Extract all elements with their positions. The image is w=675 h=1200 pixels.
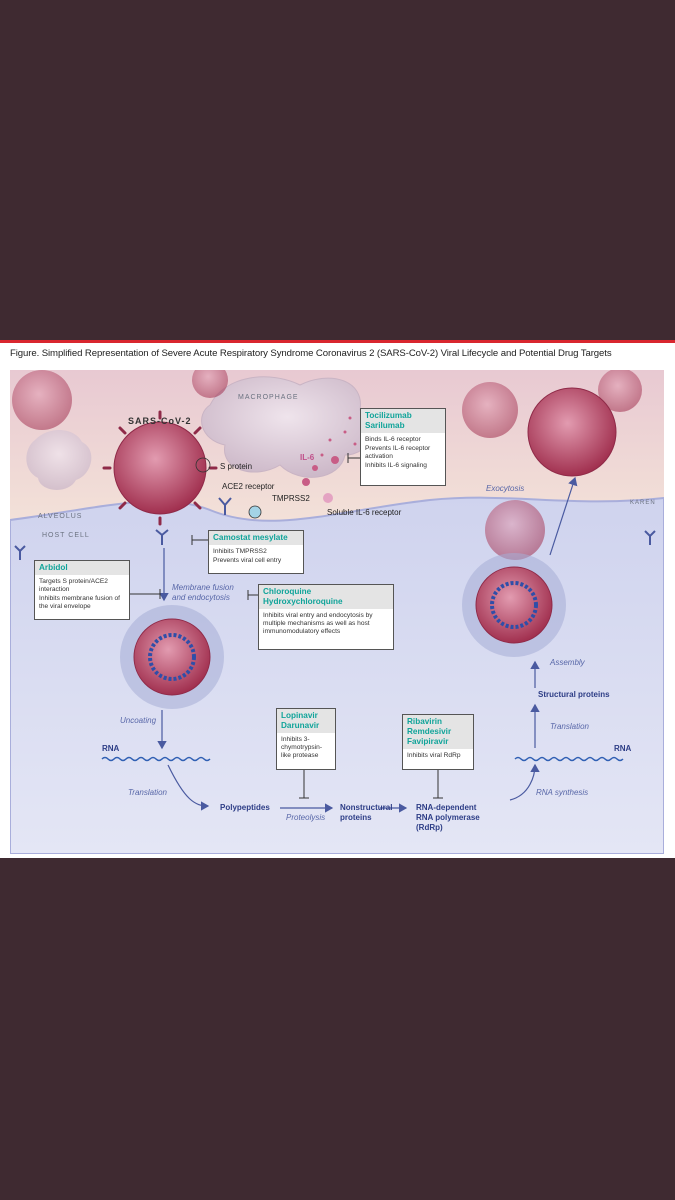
drug-box-camostat: Camostat mesylate Inhibits TMPRSS2 Preve… (208, 530, 304, 574)
drug-name: Chloroquine (263, 587, 312, 596)
drug-name: Camostat mesylate (213, 533, 288, 542)
flow-arrows (157, 476, 578, 813)
translation-right-label: Translation (550, 722, 589, 731)
polypeptides-label: Polypeptides (220, 803, 270, 812)
rna-left-label: RNA (102, 744, 120, 753)
drug-effect: Inhibits viral RdRp (407, 752, 461, 759)
endosome-right (462, 553, 566, 657)
exocytosis-label: Exocytosis (486, 484, 525, 493)
drug-name: Hydroxychloroquine (263, 597, 343, 606)
host-cell-membrane (10, 496, 664, 854)
macrophage-shape (201, 376, 374, 478)
rdrp-label-2: RNA polymerase (416, 813, 480, 822)
figure-caption: Figure. Simplified Representation of Sev… (10, 348, 612, 359)
drug-effect: Inhibits membrane fusion of the viral en… (39, 595, 120, 610)
drug-name: Lopinavir (281, 711, 318, 720)
ace2-receptor-label: ACE2 receptor (222, 482, 275, 491)
drug-effect: Prevents IL-6 receptor activation (365, 445, 431, 460)
alveolus-label: ALVEOLUS (38, 513, 83, 520)
exocytosed-virion (527, 387, 617, 477)
endosome-left (120, 605, 224, 709)
rna-synthesis-label: RNA synthesis (536, 788, 589, 797)
drug-effect: Inhibits TMPRSS2 (213, 548, 267, 555)
drug-effect: Binds IL-6 receptor (365, 436, 421, 443)
drug-effect: Inhibits 3-chymotrypsin-like protease (281, 736, 323, 759)
virus-background-group (12, 370, 642, 560)
s-protein-label: S protein (220, 462, 253, 471)
proteins-label: proteins (340, 813, 372, 822)
translation-left-label: Translation (128, 788, 167, 797)
drug-effect: Inhibits viral entry and endocytosis by … (263, 612, 373, 635)
inhibition-lines (130, 453, 443, 799)
assembly-label: Assembly (550, 658, 585, 667)
structural-proteins-label: Structural proteins (538, 690, 610, 699)
artist-signature: KAREN (630, 500, 656, 506)
drug-effect: Targets S protein/ACE2 interaction (39, 578, 108, 593)
tmprss2-icon (248, 505, 262, 519)
lifecycle-illustration: MACROPHAGE SARS-CoV-2 S protein ACE2 rec… (10, 370, 664, 854)
proteolysis-label: Proteolysis (286, 813, 326, 822)
rna-strand-right (514, 756, 624, 762)
drug-name: Sarilumab (365, 421, 405, 430)
drug-effect: Prevents viral cell entry (213, 557, 282, 564)
macrophage-shape-left (26, 430, 92, 490)
drug-name: Remdesivir (407, 727, 452, 736)
macrophage-label: MACROPHAGE (238, 394, 299, 401)
drug-name: Ribavirin (407, 717, 443, 726)
host-cell-label: HOST CELL (42, 532, 90, 539)
membrane-fusion-label: Membrane fusion (172, 583, 234, 592)
uncoating-label: Uncoating (120, 716, 157, 725)
drug-name: Tocilizumab (365, 411, 412, 420)
drug-name: Darunavir (281, 721, 320, 730)
il6-label: IL-6 (300, 453, 315, 462)
ace2-receptor-icon (14, 497, 656, 560)
endocytosis-label: and endocytosis (172, 593, 230, 602)
soluble-il6-label: Soluble IL-6 receptor (327, 508, 402, 517)
rna-strand-left (101, 756, 211, 762)
rdrp-label-1: RNA-dependent (416, 803, 477, 812)
illustration-canvas (10, 370, 664, 854)
sars-cov-2-virion (102, 410, 218, 526)
accent-rule (0, 340, 675, 343)
nonstructural-label: Nonstructural (340, 803, 393, 812)
rdrp-label-3: (RdRp) (416, 823, 443, 832)
rna-right-label: RNA (614, 744, 632, 753)
drug-effect: Inhibits IL-6 signaling (365, 462, 427, 469)
tmprss2-label: TMPRSS2 (272, 494, 310, 503)
drug-name: Arbidol (39, 563, 68, 572)
il6-molecules (302, 416, 367, 503)
drug-name: Favipiravir (407, 737, 449, 746)
sars-cov-2-label: SARS-CoV-2 (128, 416, 192, 426)
drug-box-arbidol: Arbidol Targets S protein/ACE2 interacti… (34, 560, 130, 620)
